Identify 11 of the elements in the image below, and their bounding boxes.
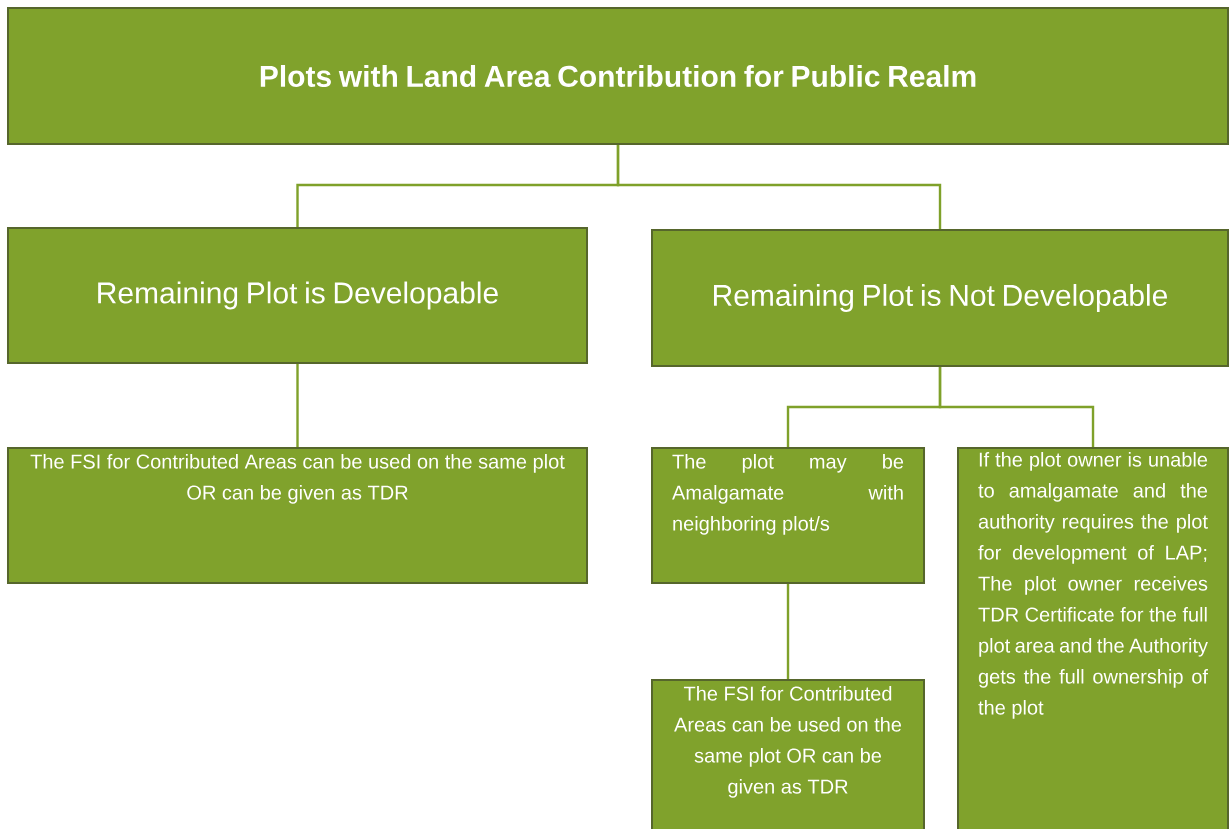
- connector-line: [938, 367, 1095, 447]
- outcome-box: The FSI for Contributed Areas can be used on the same plot OR can be given as TDR: [651, 679, 925, 829]
- outcome-box: The FSI for Contributed Areas can be used on the same plot OR can be given as TDR: [7, 447, 588, 584]
- connector-line: [296, 364, 299, 447]
- connector-line: [786, 584, 790, 679]
- category-box: Remaining Plot is Not Developable: [651, 229, 1229, 367]
- outcome-box: If the plot owner is unable to amalgamate and the authority requires the plot for development of LAP; The plot owner receives TDR Certificate for the full plot area and the Authority gets the full ownership of the plot: [957, 447, 1229, 829]
- category-box: Remaining Plot is Developable: [7, 227, 588, 364]
- title-box: Plots with Land Area Contribution for Public Realm: [7, 7, 1229, 145]
- outcome-box: The plot may be Amalgamate with neighboring plot/s: [651, 447, 925, 584]
- connector-line: [616, 145, 942, 229]
